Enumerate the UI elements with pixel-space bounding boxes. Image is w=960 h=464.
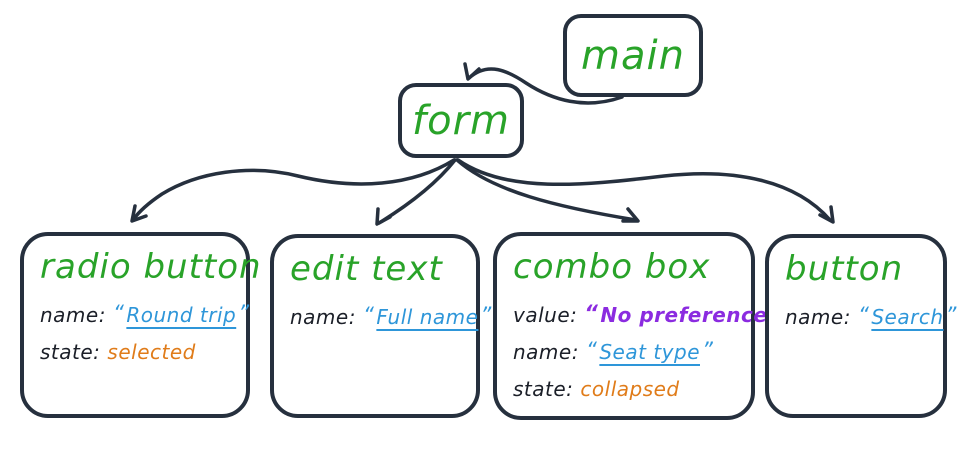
arrow-form-to-combo-box — [455, 158, 638, 222]
node-edit-text-title: edit text — [290, 249, 443, 289]
attribute-label: state: — [513, 377, 574, 402]
node-edit-text: edit text name:Full name — [270, 234, 480, 418]
arrowhead-form-to-edit-text — [375, 207, 392, 226]
arrowhead-main-to-form — [463, 62, 481, 81]
radio-button-name-row: name:Round trip — [40, 297, 236, 334]
attribute-label: name: — [513, 340, 579, 365]
attribute-label: name: — [290, 305, 356, 330]
attribute-label: name: — [40, 303, 106, 328]
attribute-value: collapsed — [580, 377, 680, 402]
edit-text-name-row: name:Full name — [290, 299, 478, 336]
node-radio-button: radio button name:Round trip state:selec… — [20, 232, 262, 418]
node-combo-box: combo box value:No preference name: Seat … — [493, 232, 767, 420]
attribute-value: Round trip — [113, 303, 250, 327]
arrow-form-to-button — [456, 158, 832, 222]
attribute-value: Seat type — [586, 340, 713, 364]
attribute-label: value: — [513, 303, 578, 328]
combo-box-value-row: value:No preference — [513, 297, 767, 334]
arrow-main-to-form — [467, 67, 624, 105]
radio-button-state-row: state:selected — [40, 334, 234, 371]
arrowhead-form-to-radio-button — [130, 204, 148, 223]
node-form-title: form — [412, 97, 510, 144]
arrowhead-form-to-combo-box — [621, 207, 640, 223]
arrow-form-to-radio-button — [131, 158, 456, 222]
node-radio-button-title: radio button — [40, 247, 262, 287]
attribute-value: Search — [858, 305, 957, 329]
arrow-form-to-edit-text — [377, 158, 457, 225]
button-name-row: name:Search — [785, 299, 943, 336]
attribute-value: No preference — [584, 303, 783, 327]
node-form: form — [398, 83, 524, 158]
arrowhead-form-to-button — [818, 205, 835, 224]
node-button: button name:Search — [765, 234, 947, 418]
combo-box-name-row: name: Seat type — [513, 334, 739, 371]
attribute-label: name: — [785, 305, 851, 330]
combo-box-state-row: state:collapsed — [513, 371, 739, 408]
node-main: main — [563, 14, 703, 97]
attribute-value: Full name — [363, 305, 492, 329]
node-main-title: main — [581, 32, 685, 79]
attribute-label: state: — [40, 340, 101, 365]
node-combo-box-title: combo box — [513, 247, 711, 287]
node-button-title: button — [785, 249, 904, 289]
attribute-value: selected — [107, 340, 196, 365]
